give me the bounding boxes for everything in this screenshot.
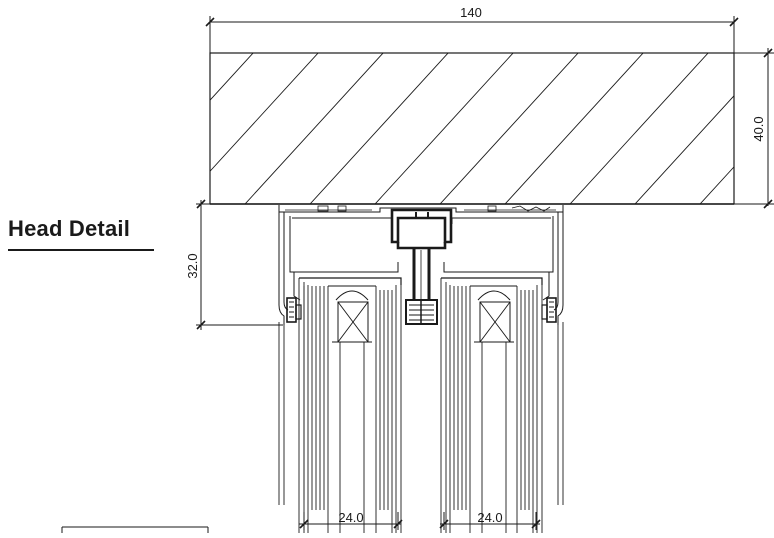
dimension-label-top: 140 [460, 5, 482, 20]
dimension-label-left: 32.0 [185, 253, 200, 278]
dimension-left-height [196, 199, 283, 330]
drawing-title: Head Detail [8, 216, 131, 241]
dimension-label-bottom-left: 24.0 [338, 510, 363, 525]
head-slab [209, 52, 735, 205]
dimension-top-width [205, 16, 739, 53]
central-guide [390, 208, 453, 325]
right-sash-panel [440, 277, 543, 533]
frame-jambs [278, 322, 564, 505]
tick-mark [205, 17, 215, 27]
tick-mark [729, 17, 739, 27]
left-sash-panel [298, 277, 402, 533]
dimension-bottom-right [439, 512, 541, 530]
dimension-bottom-left [299, 512, 403, 530]
slab-hatching [210, 53, 734, 204]
title-underline [8, 249, 154, 251]
dimension-label-bottom-right: 24.0 [477, 510, 502, 525]
dimension-right-height [734, 48, 774, 209]
title-block-edge [61, 526, 209, 533]
dimension-label-right: 40.0 [751, 116, 766, 141]
